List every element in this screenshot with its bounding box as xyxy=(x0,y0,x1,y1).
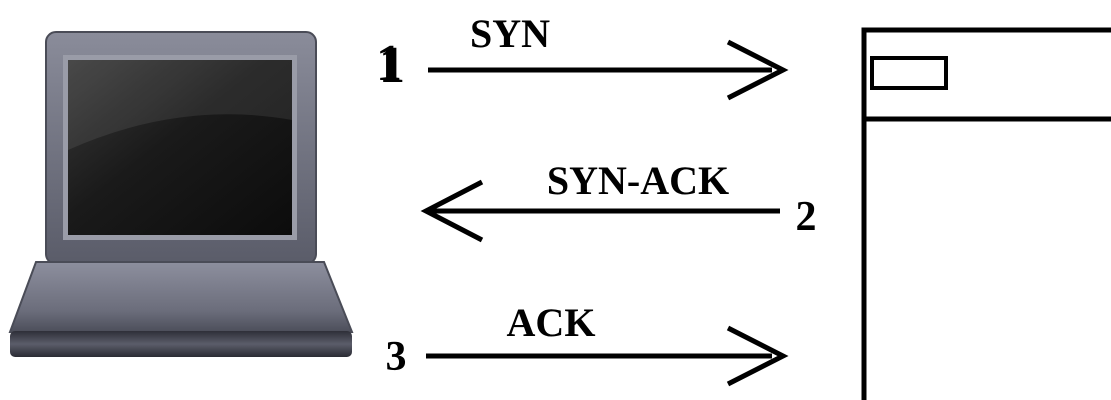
step-2-number: 2 xyxy=(796,194,817,240)
step-1-message: SYN xyxy=(470,11,550,56)
arrow-right-icon xyxy=(426,325,789,387)
step-1-number: 1 xyxy=(379,37,405,94)
server-window-icon xyxy=(861,27,1111,400)
step-3-ack: 3 ACK xyxy=(386,300,789,387)
arrow-right-icon xyxy=(428,39,789,101)
step-1-number-overlay: 1 xyxy=(376,35,402,92)
arrow-left-icon xyxy=(420,179,780,243)
step-3-message: ACK xyxy=(507,300,596,345)
step-3-number: 3 xyxy=(386,334,407,380)
laptop-icon xyxy=(8,31,354,357)
step-2-syn-ack: SYN-ACK 2 xyxy=(420,158,817,243)
step-2-message: SYN-ACK xyxy=(547,158,729,203)
step-1-syn: 1 1 SYN xyxy=(376,11,789,101)
